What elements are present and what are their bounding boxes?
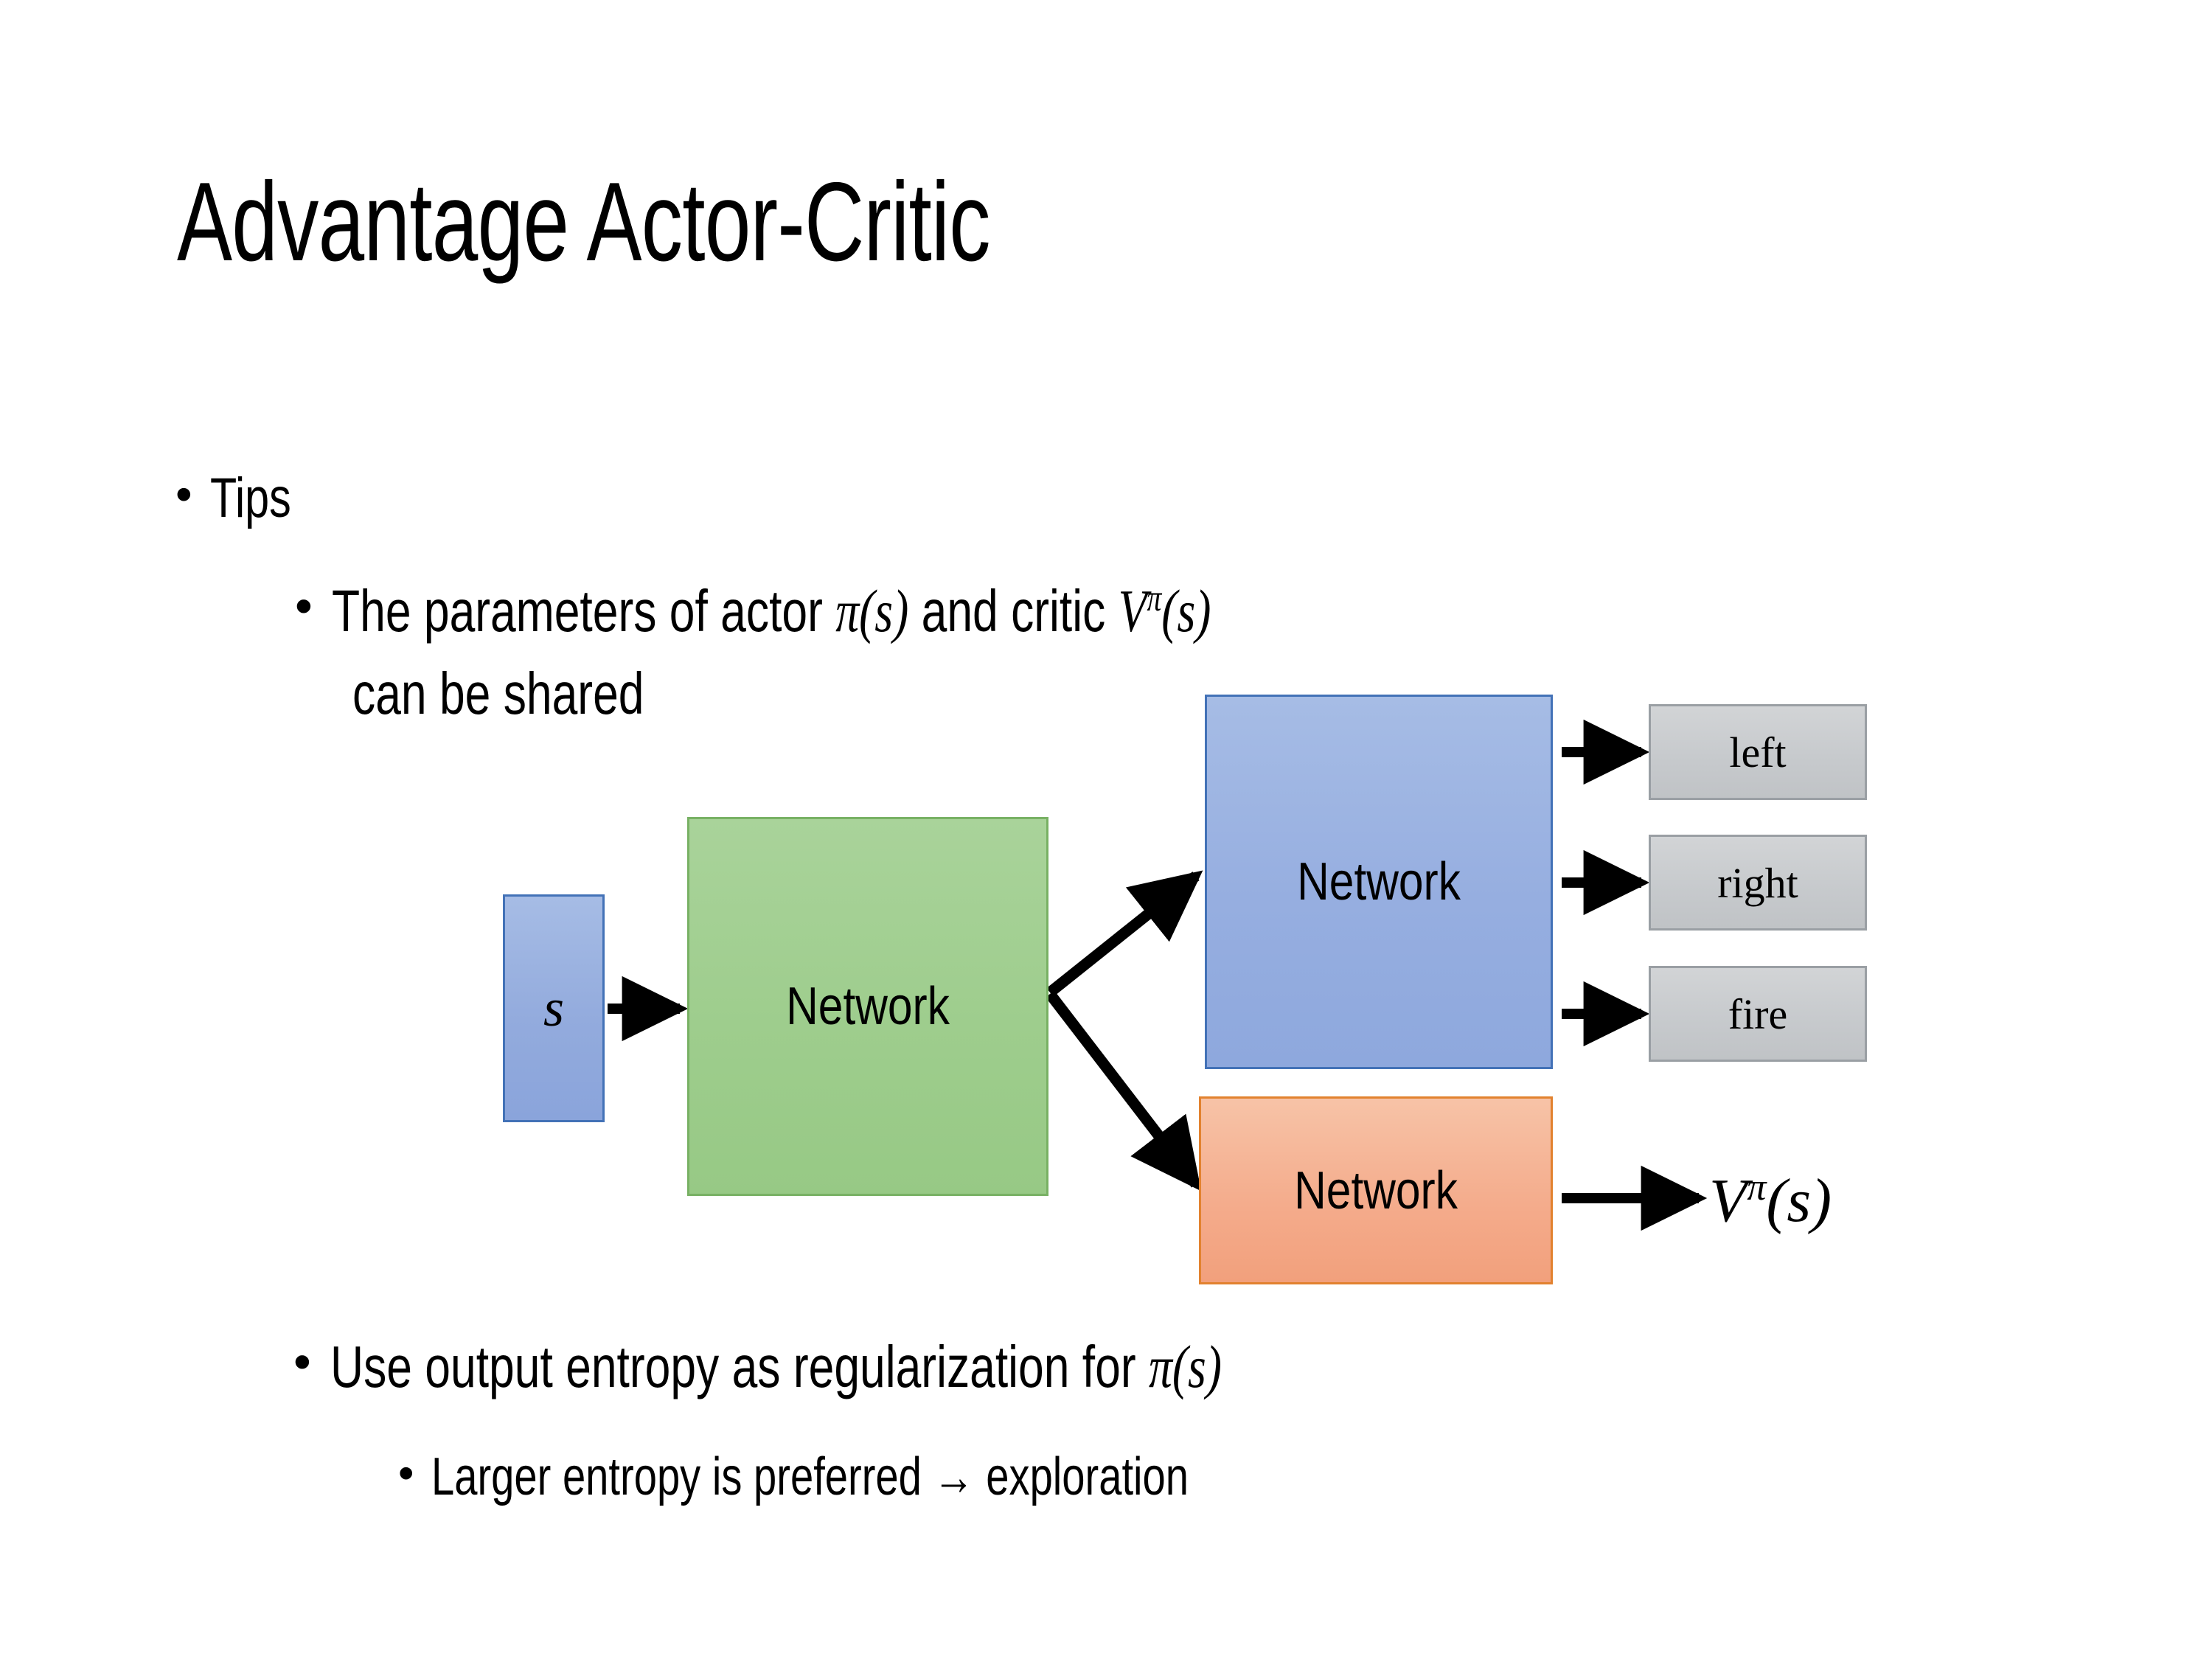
action-output-left[interactable]: left bbox=[1649, 704, 1867, 800]
critic-value-math: Vπ(s) bbox=[1118, 577, 1211, 644]
action-output-right-label: right bbox=[1717, 858, 1798, 907]
value-output-argument: (s) bbox=[1766, 1166, 1832, 1235]
bullet-entropy-regularization: • Use output entropy as regularization f… bbox=[293, 1331, 1473, 1403]
bullet-glyph: • bbox=[398, 1447, 414, 1498]
action-output-left-label: left bbox=[1729, 728, 1787, 776]
critic-value-base: V bbox=[1118, 577, 1147, 644]
actor-network-label: Network bbox=[1297, 852, 1461, 911]
critic-network-label: Network bbox=[1294, 1161, 1458, 1220]
arrow-shared-to-actor bbox=[1046, 870, 1203, 997]
bullet-shared-parameters-line2: can be shared bbox=[352, 658, 726, 729]
critic-network-box[interactable]: Network bbox=[1199, 1096, 1553, 1284]
bullet-tips: • Tips bbox=[175, 465, 314, 533]
shared-network-label: Network bbox=[786, 977, 950, 1036]
actor-network-box[interactable]: Network bbox=[1205, 695, 1553, 1069]
action-output-right[interactable]: right bbox=[1649, 835, 1867, 931]
arrow-shared-to-critic bbox=[1046, 990, 1202, 1192]
bullet-tips-label: Tips bbox=[210, 467, 291, 529]
value-output-superscript: π bbox=[1747, 1166, 1767, 1208]
value-function-output-label: Vπ(s) bbox=[1709, 1165, 1832, 1237]
bullet-glyph: • bbox=[293, 1334, 311, 1391]
shared-middle-text: and critic bbox=[908, 578, 1119, 644]
bullet-glyph: • bbox=[295, 578, 313, 635]
bullet-shared-parameters-label: The parameters of actor π(s) and critic … bbox=[332, 575, 1211, 647]
value-output-base: V bbox=[1709, 1166, 1747, 1235]
critic-value-argument: (s) bbox=[1161, 577, 1211, 644]
bullet-glyph: • bbox=[175, 467, 192, 521]
bullet-larger-entropy: • Larger entropy is preferred → explorat… bbox=[398, 1445, 1402, 1509]
actor-policy-math: π(s) bbox=[835, 577, 908, 644]
page-title: Advantage Actor-Critic bbox=[177, 159, 991, 285]
bullet-shared-parameters: • The parameters of actor π(s) and criti… bbox=[295, 575, 1458, 647]
bullet-shared-line2-label: can be shared bbox=[352, 661, 644, 726]
state-input-label: s bbox=[543, 978, 565, 1037]
shared-network-box[interactable]: Network bbox=[687, 817, 1048, 1196]
critic-value-superscript: π bbox=[1147, 577, 1161, 619]
shared-prefix-text: The parameters of actor bbox=[331, 578, 835, 644]
bullet-entropy-label: Use output entropy as regularization for… bbox=[330, 1331, 1222, 1403]
entropy-prefix-text: Use output entropy as regularization for bbox=[330, 1334, 1149, 1399]
action-output-fire-label: fire bbox=[1728, 990, 1788, 1038]
bullet-larger-entropy-label: Larger entropy is preferred → exploratio… bbox=[431, 1447, 1189, 1506]
action-output-fire[interactable]: fire bbox=[1649, 966, 1867, 1062]
entropy-policy-math: π(s) bbox=[1148, 1333, 1222, 1400]
state-input-box[interactable]: s bbox=[503, 894, 605, 1122]
